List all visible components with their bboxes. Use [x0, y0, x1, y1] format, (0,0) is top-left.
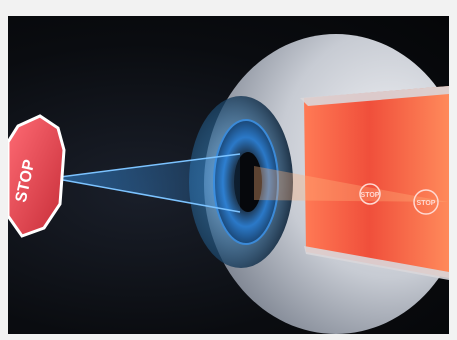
eye-diagram: STOP STOP STOP: [8, 16, 449, 334]
stop-sign: STOP: [8, 116, 64, 236]
retina-image-1-label: STOP: [361, 192, 380, 199]
retina-image-2-label: STOP: [417, 200, 436, 207]
illustration-panel: STOP STOP STOP: [8, 16, 449, 334]
